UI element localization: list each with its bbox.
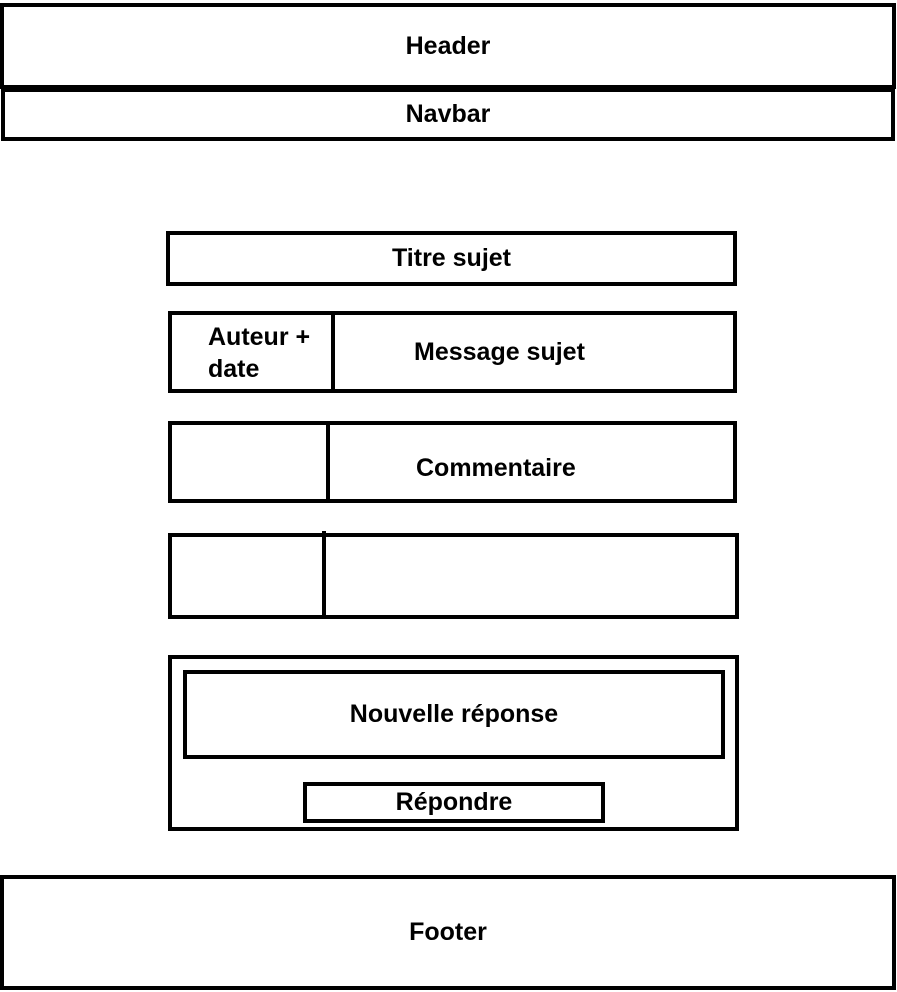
topic-title-box: Titre sujet xyxy=(166,231,737,286)
footer-label: Footer xyxy=(409,918,487,946)
reply-form: Nouvelle réponse Répondre xyxy=(168,655,739,831)
header: Header xyxy=(0,3,896,89)
reply-submit-label: Répondre xyxy=(395,788,513,816)
navbar: Navbar xyxy=(1,88,895,141)
comment-row: Commentaire xyxy=(168,421,737,503)
reply-submit-button[interactable]: Répondre xyxy=(303,782,605,823)
topic-author-line2: date xyxy=(208,355,260,383)
new-reply-label: Nouvelle réponse xyxy=(349,700,559,728)
navbar-label: Navbar xyxy=(405,100,491,128)
new-reply-textarea[interactable]: Nouvelle réponse xyxy=(183,670,725,759)
topic-author-line1: Auteur + xyxy=(208,323,311,351)
topic-message-row: Auteur + date Message sujet xyxy=(168,311,737,393)
comment-divider xyxy=(326,425,330,499)
header-label: Header xyxy=(405,31,491,60)
comment-text: Commentaire xyxy=(416,454,576,482)
topic-message: Message sujet xyxy=(414,338,585,366)
topic-divider xyxy=(331,315,335,389)
comment-divider xyxy=(322,531,326,615)
topic-title: Titre sujet xyxy=(391,244,512,272)
comment-row xyxy=(168,531,739,619)
topic-author-cell: Auteur + date xyxy=(208,321,328,385)
footer: Footer xyxy=(0,875,896,990)
